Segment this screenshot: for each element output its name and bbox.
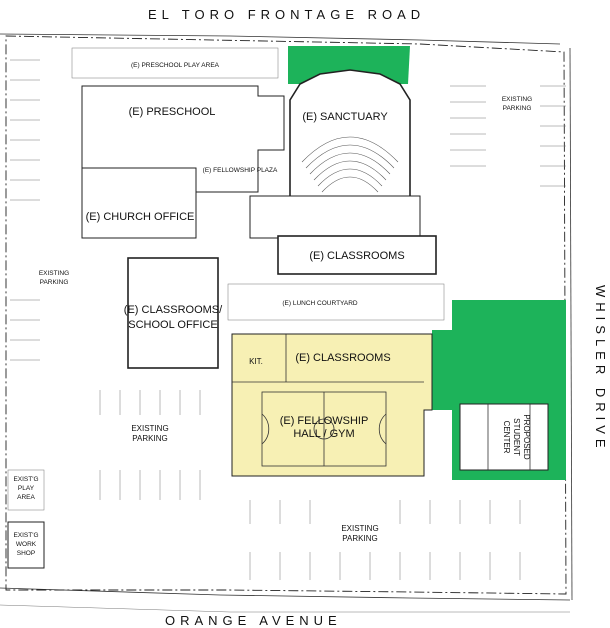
parking-w-label-1: EXISTING [39, 270, 69, 277]
play-area-label-3: AREA [17, 494, 35, 501]
gym-court-key-left [261, 413, 270, 445]
north-road-edge [0, 33, 561, 45]
road-north-label: EL TORO FRONTAGE ROAD [148, 7, 425, 22]
school-office-label-1: (E) CLASSROOMS/ [124, 304, 223, 316]
south-road-edge [0, 587, 571, 601]
play-area [7, 469, 45, 511]
parking-c-label-2: PARKING [132, 434, 167, 443]
proposed-label-3: CENTER [502, 421, 511, 454]
yellow-building-highlight [231, 333, 433, 477]
preschool-play-area [71, 47, 279, 79]
road-south-label: ORANGE AVENUE [165, 613, 342, 628]
preschool-label: (E) PRESCHOOL [129, 106, 216, 118]
school-office-label-2: SCHOOL OFFICE [128, 319, 217, 331]
south-road-curb [0, 604, 570, 613]
work-shop-label-3: SHOP [17, 550, 35, 557]
fellowship-hall-label-1: (E) FELLOWSHIP [280, 415, 369, 427]
gym-court-key-right [378, 413, 387, 445]
classrooms-north-building [277, 235, 437, 275]
work-shop-label-2: WORK [16, 541, 37, 548]
parking-s-stalls [249, 500, 521, 580]
parking-ne-label-2: PARKING [503, 105, 532, 112]
parking-w-label-2: PARKING [40, 279, 69, 286]
kitchen-label: KIT. [249, 357, 263, 366]
classrooms-north-label: (E) CLASSROOMS [309, 250, 404, 262]
gym-court-center-circle [313, 418, 335, 440]
parking-ne-label-1: EXISTING [502, 96, 532, 103]
sanctuary-building [289, 69, 411, 201]
work-shop-label-1: EXIST'G [13, 532, 38, 539]
sanctuary-label: (E) SANCTUARY [302, 111, 388, 123]
central-lobby [249, 195, 421, 239]
east-road-edge [569, 47, 573, 601]
school-office-building [127, 257, 219, 369]
parking-c-label-1: EXISTING [131, 424, 168, 433]
property-line [5, 35, 567, 595]
proposed-label-2: STUDENT [512, 418, 521, 456]
parking-ne-stalls [450, 85, 566, 187]
church-office-label: (E) CHURCH OFFICE [86, 211, 195, 223]
parking-c-stalls [99, 390, 201, 500]
preschool-play-label: (E) PRESCHOOL PLAY AREA [131, 62, 220, 69]
play-area-label-2: PLAY [18, 485, 35, 492]
play-area-label-1: EXIST'G [13, 476, 38, 483]
proposed-label-1: PROPOSED [522, 414, 531, 460]
fellowship-plaza-label: (E) FELLOWSHIP PLAZA [203, 167, 278, 174]
proposed-student-center-building [459, 403, 549, 471]
parking-w-stalls [10, 59, 40, 361]
lunch-courtyard [227, 283, 445, 321]
fellowship-hall-label-2: HALL / GYM [293, 428, 354, 440]
church-office-building [81, 167, 197, 239]
road-east-label: WHISLER DRIVE [593, 285, 608, 453]
classrooms-south-label: (E) CLASSROOMS [295, 352, 390, 364]
parking-s-label-2: PARKING [342, 534, 377, 543]
sanctuary-seating [301, 136, 399, 193]
parking-s-label-1: EXISTING [341, 524, 378, 533]
lunch-courtyard-label: (E) LUNCH COURTYARD [282, 300, 358, 307]
work-shop-building [7, 521, 45, 569]
